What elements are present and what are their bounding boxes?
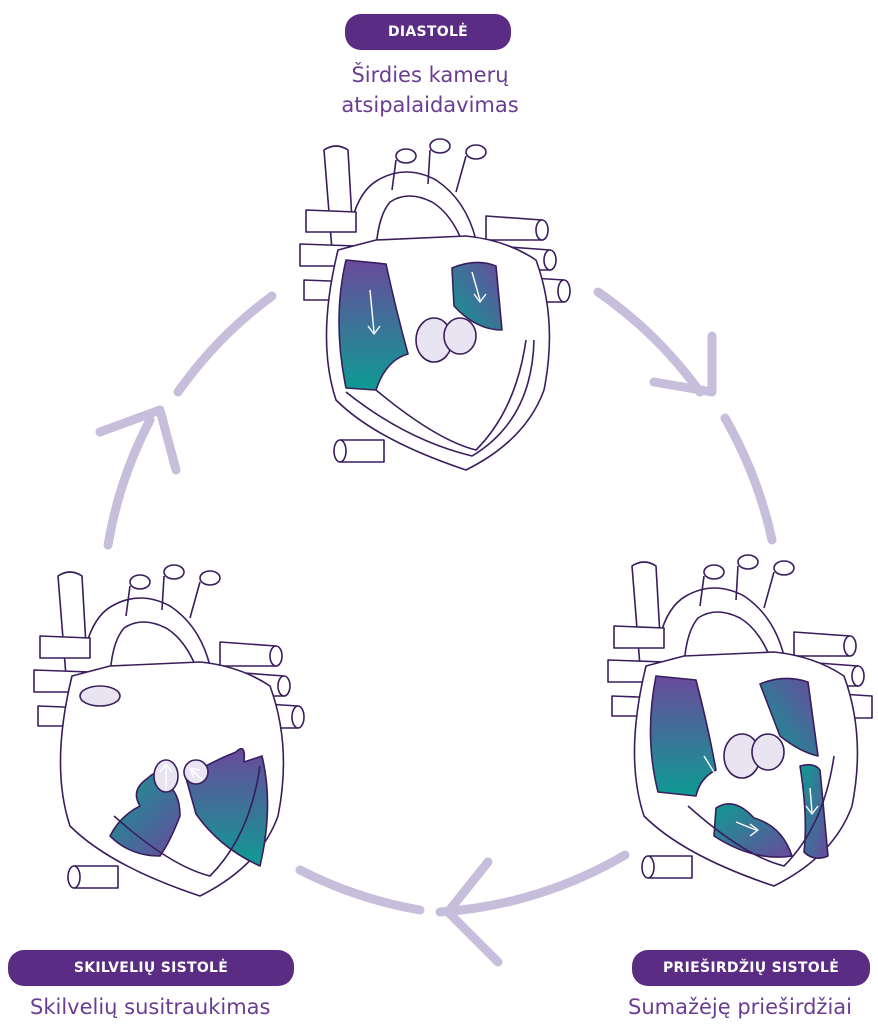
branch-1: [130, 575, 150, 589]
heart-atrial-systole: [608, 555, 872, 886]
branch-3: [200, 571, 220, 585]
heart-ventricular-systole: [34, 565, 304, 896]
arc-top-left: [178, 296, 272, 392]
branch-3: [774, 561, 794, 575]
branch-1: [704, 565, 724, 579]
arc-bottom-left: [300, 870, 420, 910]
pulmonary-valve: [752, 734, 784, 770]
tricuspid-ring: [80, 686, 120, 706]
heart-diastole: [300, 139, 570, 470]
arc-left: [108, 420, 150, 545]
branch-3: [466, 145, 486, 159]
branch-1: [396, 149, 416, 163]
branch-2: [738, 555, 758, 569]
pulmonary-valve: [184, 760, 208, 784]
arc-right: [725, 418, 772, 540]
pulmonary-valve: [444, 318, 476, 354]
branch-2: [430, 139, 450, 153]
arc-top-right: [598, 292, 700, 392]
branch-2: [164, 565, 184, 579]
